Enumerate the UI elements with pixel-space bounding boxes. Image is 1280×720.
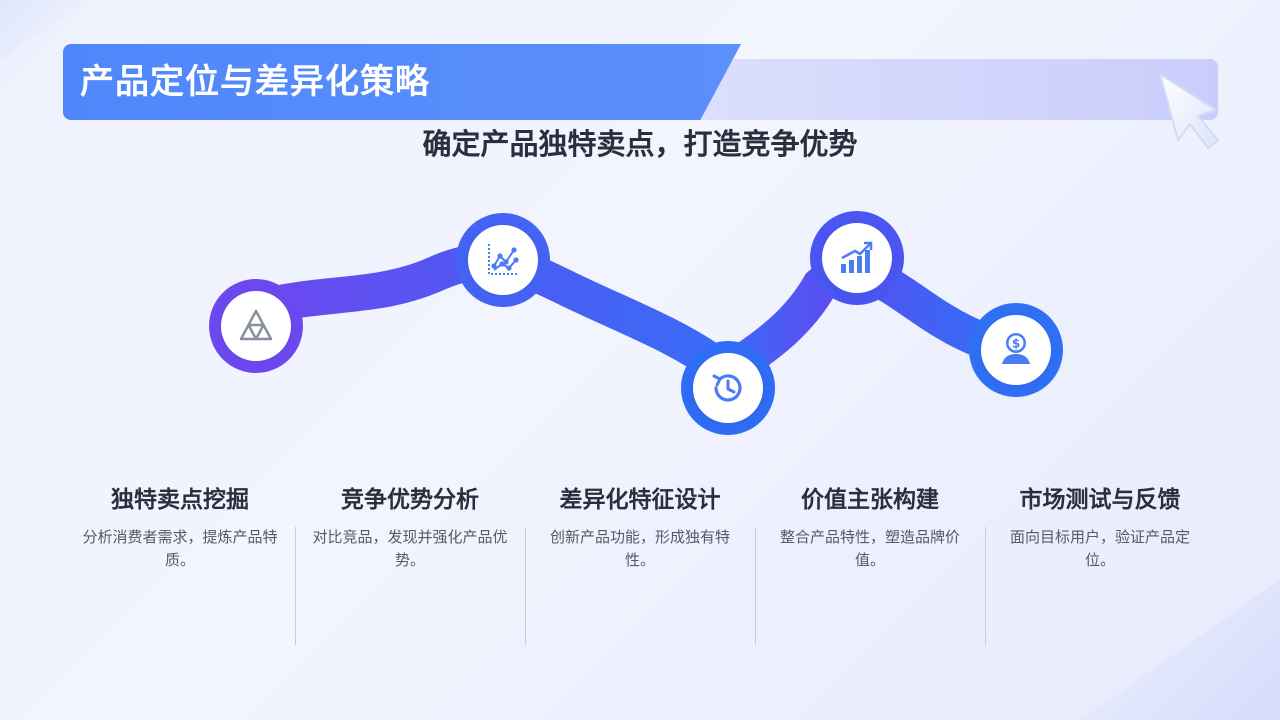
- feature-title: 价值主张构建: [801, 487, 939, 513]
- title-bar-backdrop: [690, 59, 1218, 120]
- feature-description: 分析消费者需求，提炼产品特质。: [82, 528, 278, 569]
- feature-title: 市场测试与反馈: [1019, 487, 1181, 513]
- node-1: [221, 291, 291, 361]
- feature-column-1: 独特卖点挖掘 分析消费者需求，提炼产品特质。: [65, 480, 295, 645]
- feature-columns: 独特卖点挖掘 分析消费者需求，提炼产品特质。 竞争优势分析 对比竞品，发现并强化…: [65, 480, 1215, 650]
- column-divider: [755, 527, 756, 645]
- title-bar: [63, 44, 741, 120]
- feature-column-5: 市场测试与反馈 面向目标用户，验证产品定位。: [985, 480, 1215, 645]
- feature-title: 竞争优势分析: [341, 487, 479, 513]
- feature-title: 差异化特征设计: [559, 487, 721, 513]
- feature-column-3: 差异化特征设计 创新产品功能，形成独有特性。: [525, 480, 755, 645]
- feature-description: 面向目标用户，验证产品定位。: [1009, 528, 1190, 569]
- feature-column-4: 价值主张构建 整合产品特性，塑造品牌价值。: [755, 480, 985, 645]
- column-divider: [525, 527, 526, 645]
- scatter-chart-icon: [488, 244, 519, 275]
- history-icon: [712, 374, 742, 402]
- bar-chart-rising-icon: [841, 241, 873, 273]
- subtitle: 确定产品独特卖点，打造竞争优势: [422, 127, 858, 161]
- feature-title: 独特卖点挖掘: [111, 487, 249, 513]
- feature-description: 对比竞品，发现并强化产品优势。: [312, 528, 508, 569]
- column-divider: [295, 527, 296, 645]
- triangle-icon: [239, 309, 273, 341]
- feature-description: 整合产品特性，塑造品牌价值。: [779, 528, 960, 569]
- node-2: [468, 225, 538, 295]
- node-3: [693, 353, 763, 423]
- column-divider: [985, 527, 986, 645]
- dollar-user-icon: $: [1002, 333, 1030, 364]
- feature-description: 创新产品功能，形成独有特性。: [549, 528, 730, 569]
- page-title: 产品定位与差异化策略: [80, 62, 430, 102]
- svg-text:$: $: [1012, 337, 1020, 351]
- cursor-icon: [1158, 71, 1220, 150]
- feature-column-2: 竞争优势分析 对比竞品，发现并强化产品优势。: [295, 480, 525, 645]
- node-5: $: [981, 315, 1051, 385]
- node-4: [822, 223, 892, 293]
